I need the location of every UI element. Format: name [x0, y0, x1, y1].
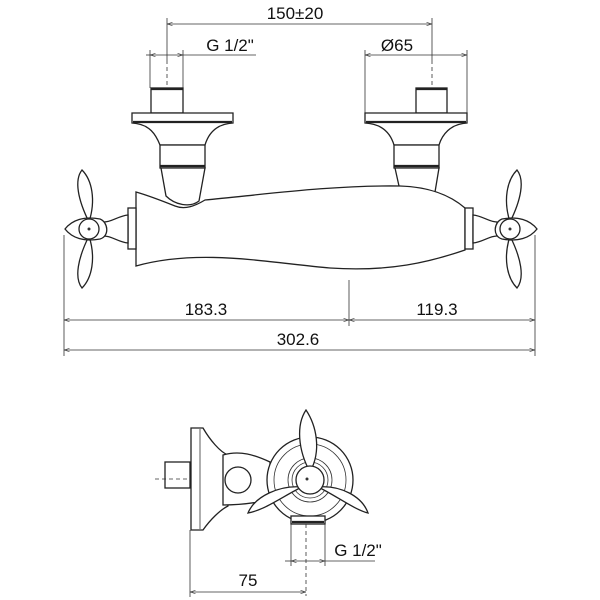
dim-projection-label: 75 — [239, 571, 258, 590]
outlet-fitting — [290, 515, 326, 525]
left-handle-lever-bottom — [77, 234, 94, 289]
dim-outlet-thread-label: G 1/2" — [334, 541, 382, 560]
dim-overall-width-label: 302.6 — [277, 330, 320, 349]
dim-left-to-center-label: 183.3 — [185, 300, 228, 319]
right-handle-lever-bottom — [505, 234, 522, 289]
side-handle-lever-top — [298, 408, 318, 474]
side-handle-lever-left — [246, 486, 305, 514]
side-inlet-stub — [164, 461, 191, 489]
front-view: 150±20 G 1/2" Ø65 — [63, 4, 538, 356]
dim-center-distance-label: 150±20 — [267, 4, 324, 23]
side-handle-lever-right — [315, 486, 370, 514]
valve-body — [135, 185, 466, 270]
right-handle-lever-top — [505, 169, 522, 224]
right-handle-assembly — [464, 169, 538, 289]
dim-inlet-thread-label: G 1/2" — [206, 36, 254, 55]
left-inlet-fitting — [131, 87, 234, 206]
dim-center-to-right-label: 119.3 — [416, 300, 457, 319]
left-handle-lever-top — [77, 169, 94, 224]
dim-flange-diameter-label: Ø65 — [381, 36, 413, 55]
right-inlet-fitting — [364, 87, 468, 195]
left-handle-assembly — [64, 169, 137, 289]
side-view: G 1/2" 75 — [155, 408, 382, 597]
